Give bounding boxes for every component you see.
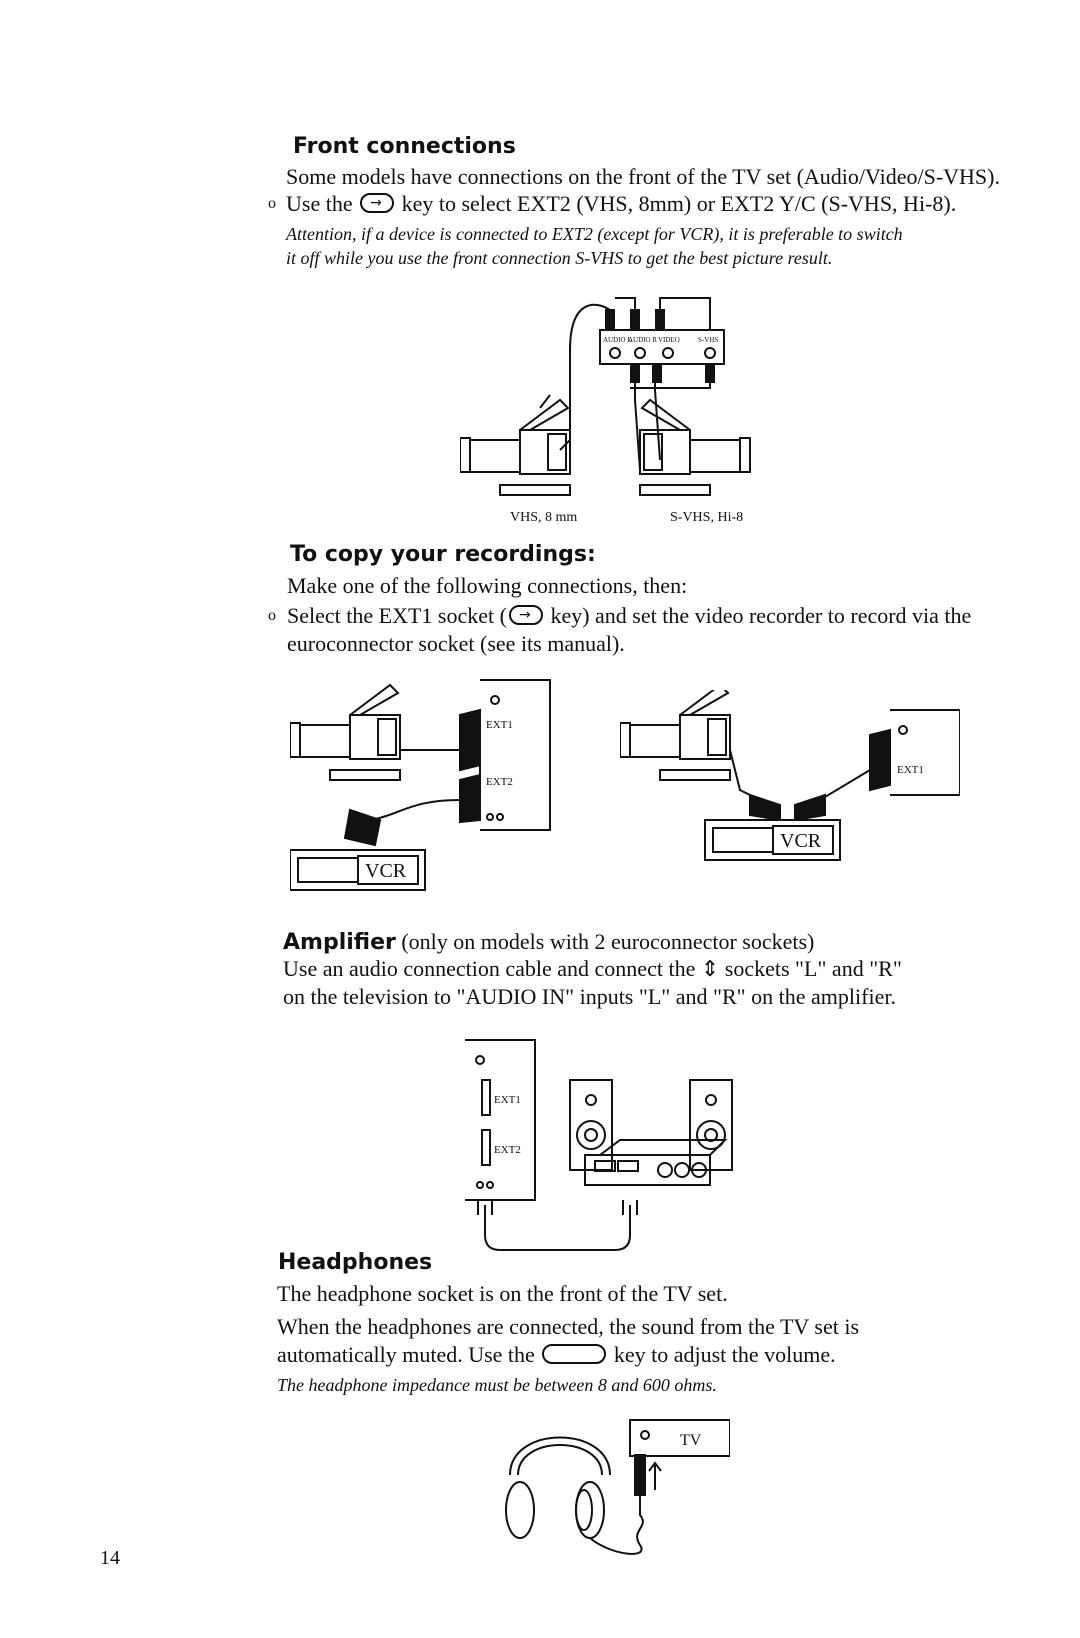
panel-label-video: VIDEO	[658, 336, 680, 344]
camcorder-icon	[290, 683, 401, 781]
label-ext2: EXT2	[494, 1144, 521, 1156]
camcorder-icon	[620, 690, 731, 781]
label-ext2: EXT2	[486, 776, 513, 788]
headphone-band	[509, 1436, 611, 1476]
label-ext1: EXT1	[486, 719, 513, 731]
source-key-icon	[360, 190, 395, 217]
headphones-line-2: When the headphones are connected, the s…	[277, 1314, 860, 1339]
copy-recordings-heading: To copy your recordings:	[290, 542, 596, 567]
insert-arrow-icon	[648, 1461, 662, 1490]
amplifier-heading: Amplifier	[283, 930, 396, 955]
volume-key-icon	[542, 1344, 607, 1364]
headphones-line-3-pre: automatically muted. Use the	[277, 1342, 535, 1367]
source-key-icon	[508, 602, 543, 629]
panel-label-svhs: S-VHS	[698, 336, 718, 344]
headphones-line-1: The headphone socket is on the front of …	[277, 1281, 728, 1306]
headphones-note: The headphone impedance must be between …	[277, 1375, 717, 1395]
front-note-2: it off while you use the front connectio…	[286, 248, 833, 268]
headphones-heading: Headphones	[278, 1250, 433, 1275]
front-note-1: Attention, if a device is connected to E…	[286, 224, 903, 244]
copy-diagram-camcorder-vcr: EXT1 VCR	[620, 690, 960, 861]
front-line-2: Use the key to select EXT2 (VHS, 8mm) or…	[286, 190, 956, 217]
bullet: o	[268, 195, 276, 212]
amplifier-unit-icon	[584, 1154, 711, 1186]
label-vhs-8mm: VHS, 8 mm	[510, 510, 578, 525]
copy-line-2-post: key) and set the video recorder to recor…	[550, 603, 972, 628]
audio-arrows-icon: ⇕	[700, 957, 720, 982]
headphone-ear-left	[505, 1481, 535, 1539]
amplifier-line-1-post: sockets "L" and "R"	[724, 956, 902, 981]
amplifier-line-2: on the television to "AUDIO IN" inputs "…	[283, 984, 896, 1009]
label-ext1: EXT1	[494, 1094, 521, 1106]
headphones-line-3: automatically muted. Use the key to adju…	[277, 1341, 836, 1368]
headphone-ear-right	[575, 1481, 605, 1539]
amplifier-heading-line: Amplifier (only on models with 2 eurocon…	[283, 928, 814, 956]
amplifier-diagram: EXT1 EXT2	[465, 1039, 733, 1251]
front-line-2-post: key to select EXT2 (VHS, 8mm) or EXT2 Y/…	[401, 191, 957, 216]
amplifier-heading-note: (only on models with 2 euroconnector soc…	[401, 929, 815, 954]
amplifier-line-1: Use an audio connection cable and connec…	[283, 955, 902, 983]
front-line-1: Some models have connections on the fron…	[286, 164, 1000, 189]
bullet: o	[268, 607, 276, 624]
front-connections-diagram: AUDIO L AUDIO R VIDEO S-VHS	[460, 297, 751, 496]
tv-socket-panel	[629, 1419, 730, 1457]
copy-diagram-camcorder-tv-vcr: EXT1 EXT2 VCR	[290, 679, 551, 891]
copy-line-2: Select the EXT1 socket ( key) and set th…	[287, 602, 971, 629]
label-vcr: VCR	[365, 860, 407, 882]
copy-line-2-pre: Select the EXT1 socket (	[287, 603, 507, 628]
label-vcr: VCR	[780, 830, 822, 852]
label-tv: TV	[680, 1432, 702, 1449]
front-connections-heading: Front connections	[293, 134, 516, 159]
headphones-diagram: TV	[505, 1419, 730, 1555]
amplifier-line-1-pre: Use an audio connection cable and connec…	[283, 956, 696, 981]
copy-line-1: Make one of the following connections, t…	[287, 573, 688, 598]
panel-label-audio-l: AUDIO L	[603, 336, 632, 344]
camcorder-right-icon	[639, 398, 751, 496]
front-line-2-pre: Use the	[286, 191, 353, 216]
speaker-left-icon	[569, 1079, 613, 1171]
camcorder-left-icon	[460, 394, 571, 496]
page-number: 14	[100, 1547, 120, 1569]
label-svhs-hi8: S-VHS, Hi-8	[670, 510, 744, 525]
panel-label-audio-r: AUDIO R	[628, 336, 657, 344]
headphones-line-3-post: key to adjust the volume.	[613, 1342, 836, 1367]
label-ext1: EXT1	[897, 764, 924, 776]
copy-line-3: euroconnector socket (see its manual).	[287, 631, 625, 656]
